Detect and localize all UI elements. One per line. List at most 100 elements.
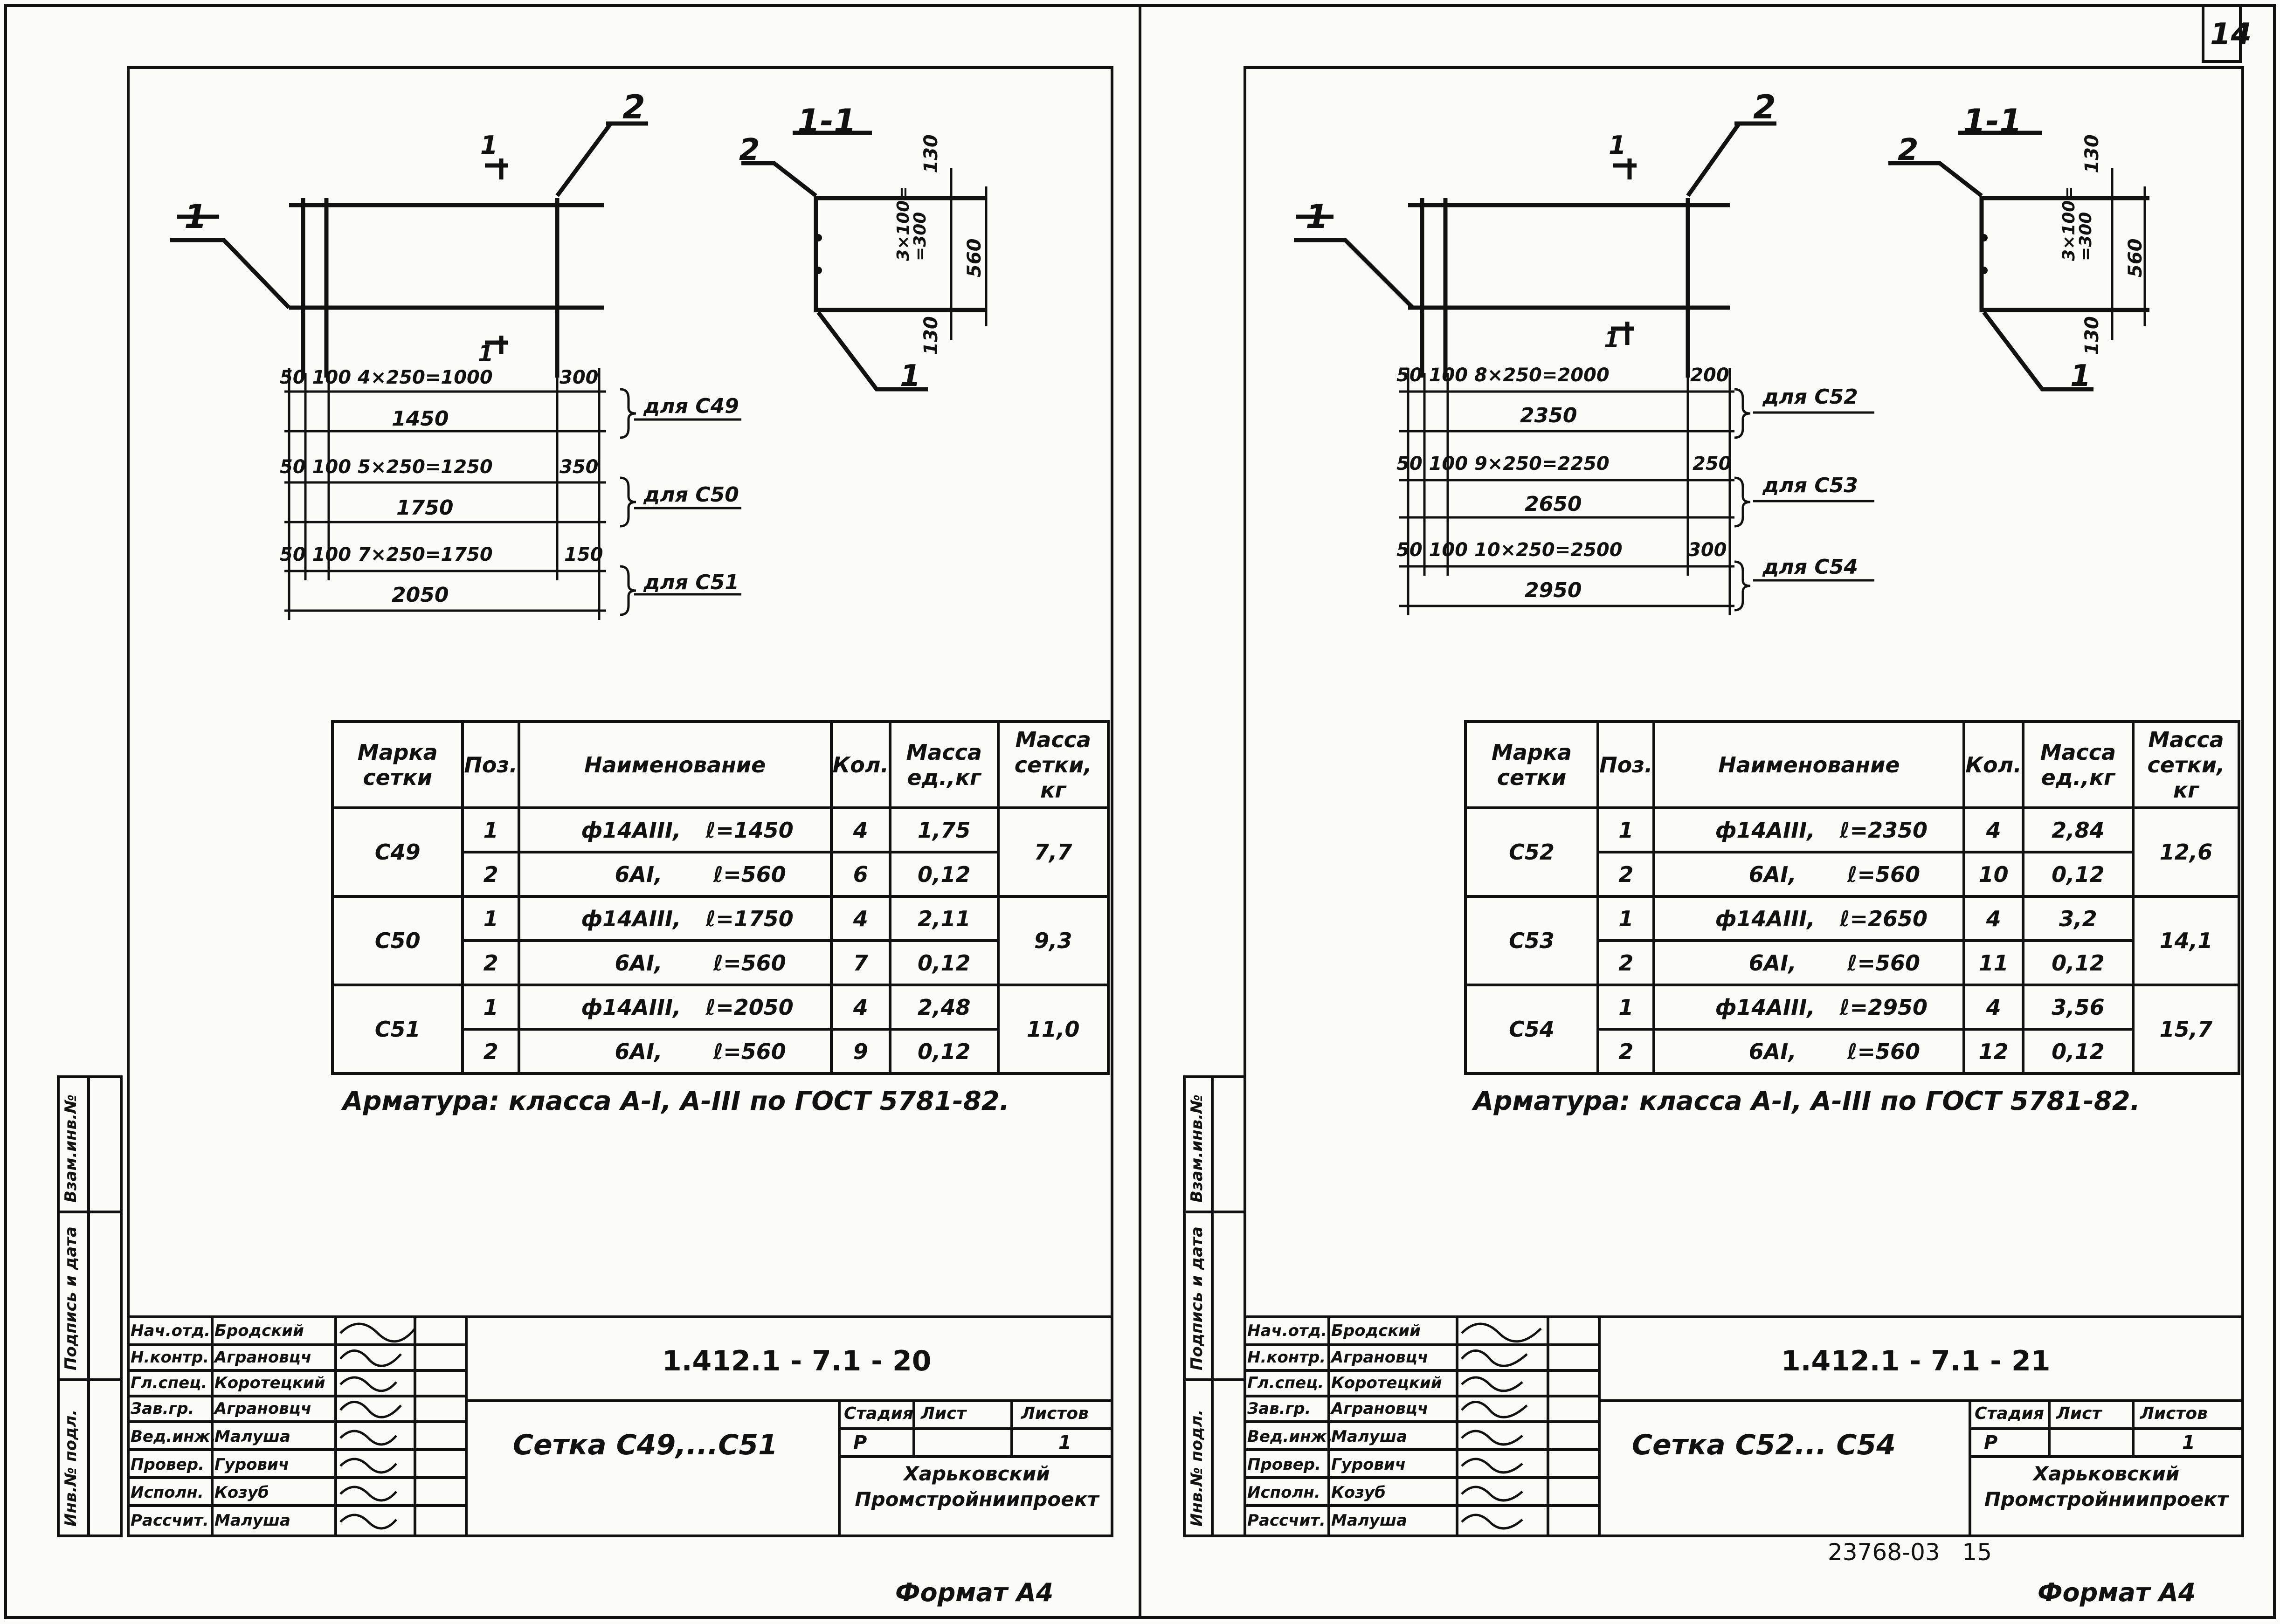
dim-total-c51: 2050 [392, 583, 449, 607]
dim-for-c52: для С52 [1762, 385, 1858, 409]
page-number: 14 [2210, 17, 2252, 52]
dim-for-c54: для С54 [1762, 555, 1858, 579]
table-cell: 0,12 [889, 851, 1000, 898]
table-cell: 12 [1962, 1028, 2024, 1075]
callout-2-label: 2 [1753, 88, 1776, 126]
stamp-name: Аграновцч [214, 1348, 312, 1367]
dim-row-c53: 50 100 9×250=2250 [1396, 453, 1610, 475]
stamp-role: Гл.спец. [1247, 1374, 1324, 1392]
section-title: 1-1 [797, 102, 857, 140]
name-cell: ф14АIII,ℓ=2350 [1652, 806, 1966, 853]
table-cell: 0,12 [889, 1028, 1000, 1075]
dim-for-c51: для С51 [643, 571, 739, 594]
stamp-name: Малуша [1331, 1427, 1407, 1446]
stamp-name: Гурович [214, 1455, 290, 1474]
name-cell: ф14АIII,ℓ=2650 [1652, 895, 1966, 942]
section-title: 1-1 [1963, 102, 2022, 140]
mark-c54: С54 [1464, 984, 1600, 1075]
mass-c49: 7,7 [996, 806, 1110, 898]
header-qty: Кол. [829, 720, 892, 809]
section-callout-2: 2 [1898, 133, 1919, 167]
dim-end-c54: 300 [1688, 539, 1727, 561]
specification-table-left: Марка сетки Поз. Наименование Кол. Масса… [331, 720, 1110, 1075]
mark-c50: С50 [331, 895, 464, 986]
document-code: 1.412.1 - 7.1 - 21 [1781, 1345, 2051, 1377]
reinforcement-note: Арматура: класса А-I, А-III по ГОСТ 5781… [1473, 1086, 2141, 1116]
signature-scribbles [339, 1322, 416, 1530]
table-cell: 1 [461, 895, 520, 942]
stamp-name: Аграновцч [1331, 1348, 1429, 1367]
section-cut-label-bottom: 1 [478, 341, 494, 367]
header-mark: Марка сетки [1464, 720, 1600, 809]
name-cell: 6АI,ℓ=560 [1652, 939, 1966, 986]
dim-for-c53: для С53 [1762, 474, 1858, 497]
table-cell: 2 [1596, 939, 1656, 986]
stage-value: Р [853, 1432, 867, 1453]
stamp-name: Коротецкий [1331, 1374, 1442, 1392]
name-cell: ф14АIII,ℓ=2950 [1652, 984, 1966, 1031]
sheets-count: 1 [1058, 1432, 1071, 1453]
table-cell: 1 [1596, 895, 1656, 942]
name-cell: 6АI,ℓ=560 [517, 851, 833, 898]
section-cut-label-bottom: 1 [1604, 327, 1620, 353]
sheet-label: Лист [921, 1404, 967, 1423]
table-cell: 2 [1596, 851, 1656, 898]
drawing-title: Сетка С52... С54 [1632, 1429, 1896, 1461]
dim-total-c52: 2350 [1520, 404, 1577, 427]
stamp-role: Н.контр. [1247, 1348, 1326, 1367]
name-cell: 6АI,ℓ=560 [517, 939, 833, 986]
stamp-name: Козуб [214, 1483, 269, 1502]
name-cell: 6АI,ℓ=560 [1652, 851, 1966, 898]
stamp-role: Рассчит. [1247, 1511, 1326, 1530]
organization: Харьковский Промстройниипроект [1984, 1462, 2229, 1511]
mark-c53: С53 [1464, 895, 1600, 986]
dim-end-c53: 250 [1693, 453, 1732, 475]
stamp-role: Нач.отд. [131, 1321, 211, 1340]
table-cell: 1 [1596, 984, 1656, 1031]
header-name: Наименование [517, 720, 833, 809]
header-mesh-mass: Масса сетки, кг [996, 720, 1110, 809]
table-cell: 4 [1962, 984, 2024, 1031]
header-qty: Кол. [1962, 720, 2024, 809]
dim-row-c51: 50 100 7×250=1750 [280, 544, 493, 565]
section-cut-label-top: 1 [1609, 131, 1626, 160]
format-label: Формат А4 [2038, 1578, 2196, 1607]
stamp-name: Аграновцч [1331, 1399, 1429, 1418]
dim-total-c54: 2950 [1525, 578, 1582, 602]
header-mesh-mass: Масса сетки, кг [2132, 720, 2240, 809]
stamp-role: Зав.гр. [131, 1399, 194, 1418]
header-pos: Поз. [461, 720, 520, 809]
sheets-label: Листов [2140, 1404, 2208, 1423]
stamp-role: Исполн. [1247, 1483, 1320, 1502]
stamp-role: Гл.спец. [131, 1374, 207, 1392]
name-cell: 6АI,ℓ=560 [517, 1028, 833, 1075]
header-pos: Поз. [1596, 720, 1656, 809]
table-cell: 11 [1962, 939, 2024, 986]
table-cell: 4 [829, 806, 892, 853]
mark-c49: С49 [331, 806, 464, 898]
sheet-label: Лист [2056, 1404, 2102, 1423]
callout-1-label: 1 [184, 198, 207, 236]
stamp-name: Аграновцч [214, 1399, 312, 1418]
stamp-name: Бродский [1331, 1321, 1421, 1340]
dim-end-c52: 200 [1690, 365, 1729, 386]
mass-c54: 15,7 [2132, 984, 2240, 1075]
organization: Харьковский Промстройниипроект [855, 1462, 1099, 1511]
name-cell: 6АI,ℓ=560 [1652, 1028, 1966, 1075]
stamp-role: Провер. [1247, 1455, 1321, 1474]
stage-value: Р [1984, 1432, 1998, 1453]
dim-row-c49: 50 100 4×250=1000 [280, 367, 493, 388]
header-unit-mass: Масса ед.,кг [889, 720, 1000, 809]
section-cut-label-top: 1 [480, 131, 498, 160]
name-cell: ф14АIII,ℓ=1450 [517, 806, 833, 853]
header-unit-mass: Масса ед.,кг [2021, 720, 2135, 809]
stamp-name: Малуша [1331, 1511, 1407, 1530]
dim-end-c50: 350 [560, 456, 599, 478]
stamp-name: Бродский [214, 1321, 304, 1340]
dim-for-c49: для С49 [643, 394, 739, 418]
stamp-name: Малуша [214, 1427, 290, 1446]
